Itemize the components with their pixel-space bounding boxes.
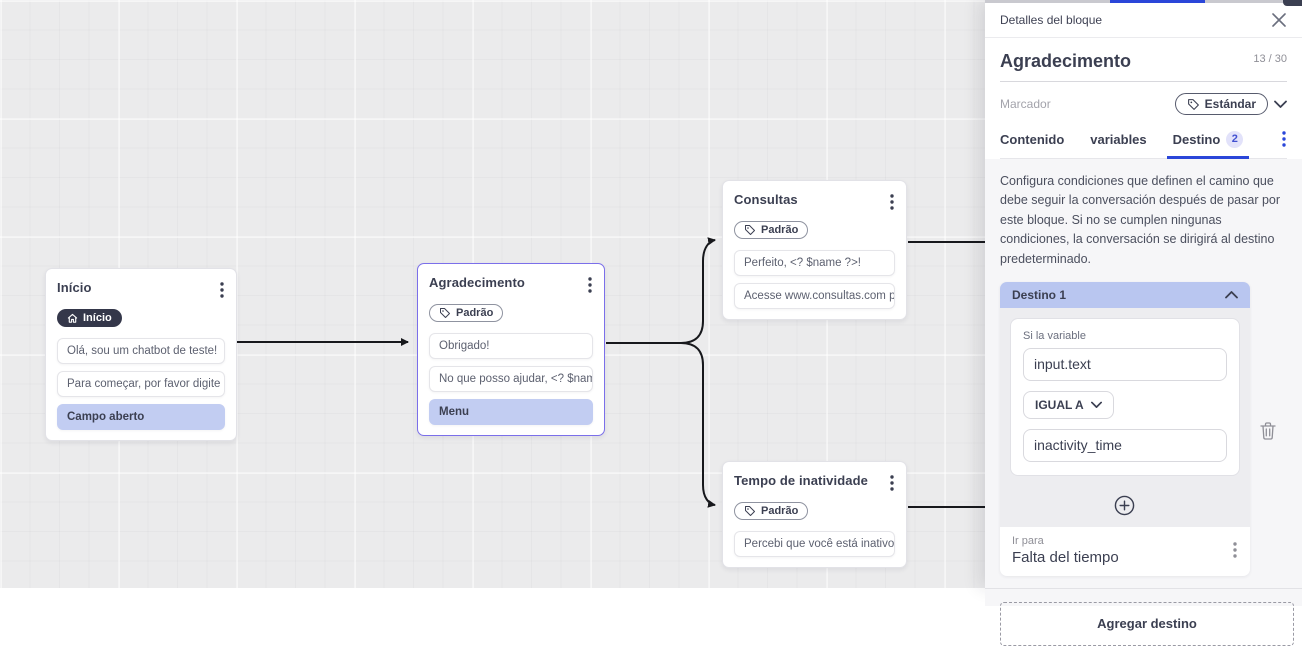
marker-badge: Padrão (429, 304, 503, 322)
message-row: Acesse www.consultas.com par... (734, 283, 895, 309)
node-title: Agradecimento (429, 275, 525, 290)
message-row: No que posso ajudar, <? $name ... (429, 366, 593, 392)
node-title: Início (57, 280, 92, 295)
block-name-field[interactable]: Agradecimento (1000, 51, 1131, 72)
chevron-down-icon (1091, 401, 1102, 409)
start-badge: Início (57, 309, 122, 327)
operator-select[interactable]: IGUAL A (1023, 391, 1114, 419)
top-accent-segment (1110, 0, 1205, 3)
node-menu-icon[interactable] (587, 275, 593, 295)
tab-variables[interactable]: variables (1090, 132, 1146, 147)
divider (985, 588, 1302, 589)
add-condition-icon[interactable] (1112, 493, 1137, 518)
condition-variable-input[interactable] (1023, 348, 1227, 381)
condition-card: Si la variable IGUAL A (1010, 318, 1240, 476)
flow-node-tempo-inatividade[interactable]: Tempo de inatividade Padrão Percebi que … (722, 461, 907, 568)
goto-section: Ir para Falta del tiempo (1000, 527, 1250, 576)
goto-value: Falta del tiempo (1012, 549, 1119, 566)
node-menu-icon[interactable] (219, 280, 225, 300)
panel-title: Detalles del bloque (1000, 13, 1102, 27)
chevron-down-icon[interactable] (1274, 100, 1287, 109)
condition-value-input[interactable] (1023, 429, 1227, 462)
connection-agradecimento-tempo (606, 343, 715, 505)
node-menu-icon[interactable] (889, 192, 895, 212)
message-row: Percebi que você está inativo. C... (734, 531, 895, 557)
flow-node-inicio[interactable]: Início Início Olá, sou um chatbot de tes… (45, 268, 237, 441)
goto-menu-icon[interactable] (1232, 540, 1238, 560)
node-menu-icon[interactable] (889, 473, 895, 493)
marker-select[interactable]: Estándar (1175, 93, 1268, 115)
node-title: Consultas (734, 192, 798, 207)
tab-destino[interactable]: Destino 2 (1173, 131, 1244, 148)
tag-icon (744, 224, 756, 236)
top-dark-segment (1283, 0, 1302, 6)
block-details-panel: Detalles del bloque Agradecimento 13 / 3… (985, 0, 1302, 588)
tag-icon (1187, 98, 1200, 111)
connection-agradecimento-consultas (606, 240, 715, 343)
marker-label: Marcador (1000, 97, 1051, 111)
tag-icon (744, 505, 756, 517)
char-counter: 13 / 30 (1253, 51, 1287, 65)
destino-count-badge: 2 (1226, 131, 1243, 148)
delete-destination-icon[interactable] (1258, 286, 1278, 576)
goto-label: Ir para (1012, 535, 1119, 547)
condition-label: Si la variable (1023, 330, 1227, 342)
close-icon[interactable] (1270, 11, 1288, 29)
tab-contenido[interactable]: Contenido (1000, 132, 1064, 147)
node-title: Tempo de inatividade (734, 473, 868, 488)
message-row: Perfeito, <? $name ?>! (734, 250, 895, 276)
destination-1-header[interactable]: Destino 1 (1000, 282, 1250, 308)
tag-icon (439, 307, 451, 319)
flow-node-consultas[interactable]: Consultas Padrão Perfeito, <? $name ?>! … (722, 180, 907, 320)
marker-badge: Padrão (734, 221, 808, 239)
panel-top-strip (985, 0, 1302, 3)
flow-node-agradecimento[interactable]: Agradecimento Padrão Obrigado! No que po… (417, 263, 605, 436)
marker-badge: Padrão (734, 502, 808, 520)
message-row: Olá, sou um chatbot de teste! (57, 338, 225, 364)
tabs-menu-icon[interactable] (1281, 129, 1287, 149)
panel-tabs: Contenido variables Destino 2 (1000, 129, 1287, 159)
destination-1-group: Destino 1 Si la variable IGUAL A (1000, 282, 1250, 576)
chevron-up-icon (1225, 290, 1238, 299)
message-row: Obrigado! (429, 333, 593, 359)
add-destination-button[interactable]: Agregar destino (1000, 602, 1294, 646)
open-field-handle[interactable]: Campo aberto (57, 404, 225, 430)
home-icon (67, 313, 78, 324)
menu-handle[interactable]: Menu (429, 399, 593, 425)
message-row: Para começar, por favor digite o ... (57, 371, 225, 397)
destination-description: Configura condiciones que definen el cam… (1000, 172, 1287, 269)
